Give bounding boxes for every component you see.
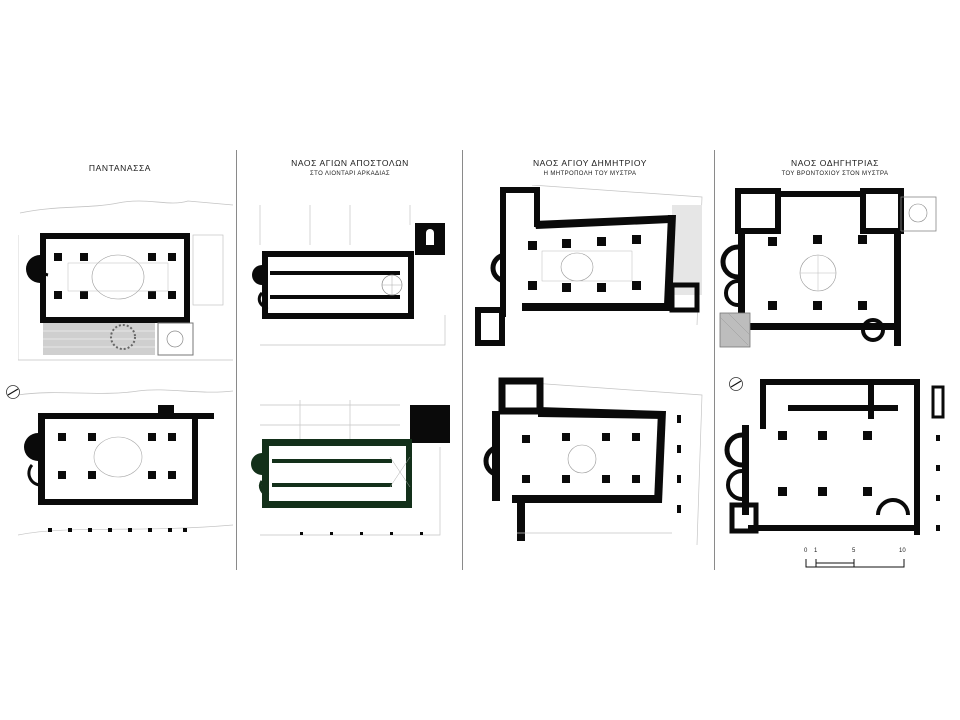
scale-bar: 0 1 5 10 <box>804 548 914 578</box>
floor-plan-agios-dimitrios-lower <box>483 377 703 546</box>
north-arrow-icon <box>6 385 20 399</box>
floor-plan-pantanassa-upper <box>18 200 233 361</box>
scale-label-5: 5 <box>852 548 856 554</box>
floor-plan-agios-dimitrios-upper <box>475 185 703 346</box>
column-divider-1 <box>236 150 237 570</box>
column-subtitle-odigitria: ΤΟΥ ΒΡΟΝΤΟΧΙΟΥ ΣΤΟΝ ΜΥΣΤΡΑ <box>781 171 889 177</box>
column-subtitle-agios-dimitrios: Η ΜΗΤΡΟΠΟΛΗ ΤΟΥ ΜΥΣΤΡΑ <box>543 171 637 177</box>
floor-plan-agioi-apostoloi-upper <box>252 205 446 346</box>
scale-bar-graphic <box>805 559 905 568</box>
floor-plan-odigitria-lower <box>724 379 945 535</box>
floor-plan-pantanassa-lower <box>18 389 233 536</box>
column-title-agioi-apostoloi: ΝΑΟΣ ΑΓΙΩΝ ΑΠΟΣΤΟΛΩΝ <box>291 158 409 168</box>
scale-label-1: 1 <box>814 548 818 554</box>
scale-label-0: 0 <box>804 548 808 554</box>
column-divider-3 <box>714 150 715 570</box>
column-title-agios-dimitrios: ΝΑΟΣ ΑΓΙΟΥ ΔΗΜΗΤΡΙΟΥ <box>532 158 648 168</box>
floor-plan-odigitria-upper <box>719 188 937 348</box>
north-arrow-icon <box>729 377 743 391</box>
floor-plan-agioi-apostoloi-lower <box>251 400 450 536</box>
column-title-pantanassa: ΠΑΝΤΑΝΑΣΣΑ <box>88 163 152 173</box>
column-divider-2 <box>462 150 463 570</box>
scale-label-10: 10 <box>899 548 906 554</box>
column-subtitle-agioi-apostoloi: ΣΤΟ ΛΙΟΝΤΑΡΙ ΑΡΚΑΔΙΑΣ <box>310 171 390 177</box>
column-title-odigitria: ΝΑΟΣ ΟΔΗΓΗΤΡΙΑΣ <box>790 158 880 168</box>
